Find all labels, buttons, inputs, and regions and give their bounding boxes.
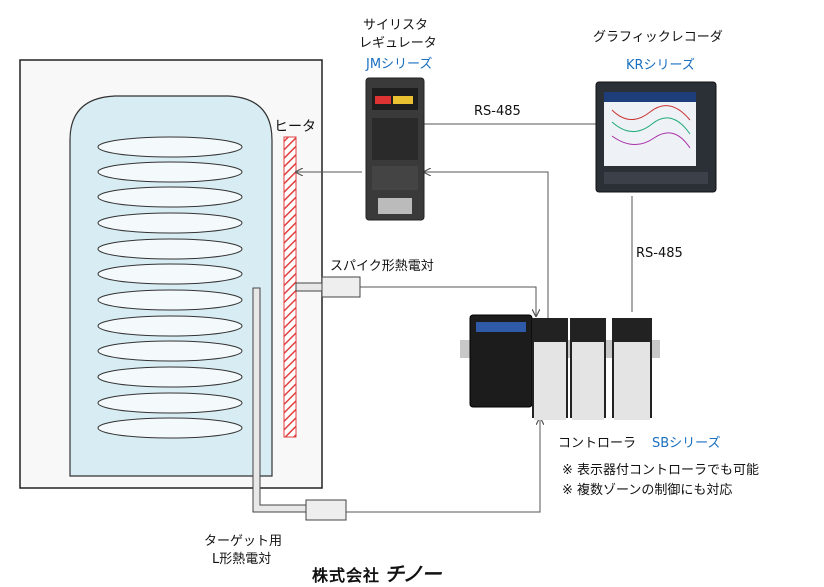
spike-signal-line — [360, 286, 536, 316]
thyristor-label-line1: サイリスタ — [363, 18, 429, 33]
note-multi-zone: ※ 複数ゾーンの制御にも対応 — [562, 483, 733, 498]
recorder-label: グラフィックレコーダ — [593, 30, 723, 45]
l-tc-signal-line — [346, 418, 540, 513]
heater-element — [283, 136, 297, 438]
spike-thermocouple-head — [321, 276, 361, 298]
thyristor-label-line2: レギュレータ — [359, 36, 437, 51]
company-name: チノー — [384, 562, 441, 586]
heater-label: ヒータ — [274, 119, 316, 135]
rs485-top-label: RS-485 — [474, 104, 521, 119]
note-display-controller: ※ 表示器付コントローラでも可能 — [562, 463, 760, 478]
target-tc-label-line1: ターゲット用 — [204, 534, 283, 549]
thyristor-regulator-device — [365, 77, 425, 221]
rs485-right-label: RS-485 — [636, 246, 683, 261]
jm-series-label: JMシリーズ — [366, 57, 433, 72]
l-thermocouple-head — [305, 499, 347, 521]
spike-tc-label: スパイク形熱電対 — [330, 259, 434, 274]
company-prefix: 株式会社 — [312, 566, 381, 585]
company-logo: 株式会社 チノー — [312, 558, 442, 587]
controller-to-regulator-line — [424, 172, 549, 320]
coil — [97, 136, 243, 439]
controller-label: コントローラ — [558, 436, 637, 451]
spike-thermocouple-stem — [295, 282, 325, 292]
controller-device — [460, 314, 660, 420]
kr-series-label: KRシリーズ — [626, 58, 695, 73]
sb-series-label: SBシリーズ — [652, 436, 721, 451]
target-tc-label-line2: L形熱電対 — [212, 552, 272, 567]
graphic-recorder-device — [595, 81, 717, 193]
